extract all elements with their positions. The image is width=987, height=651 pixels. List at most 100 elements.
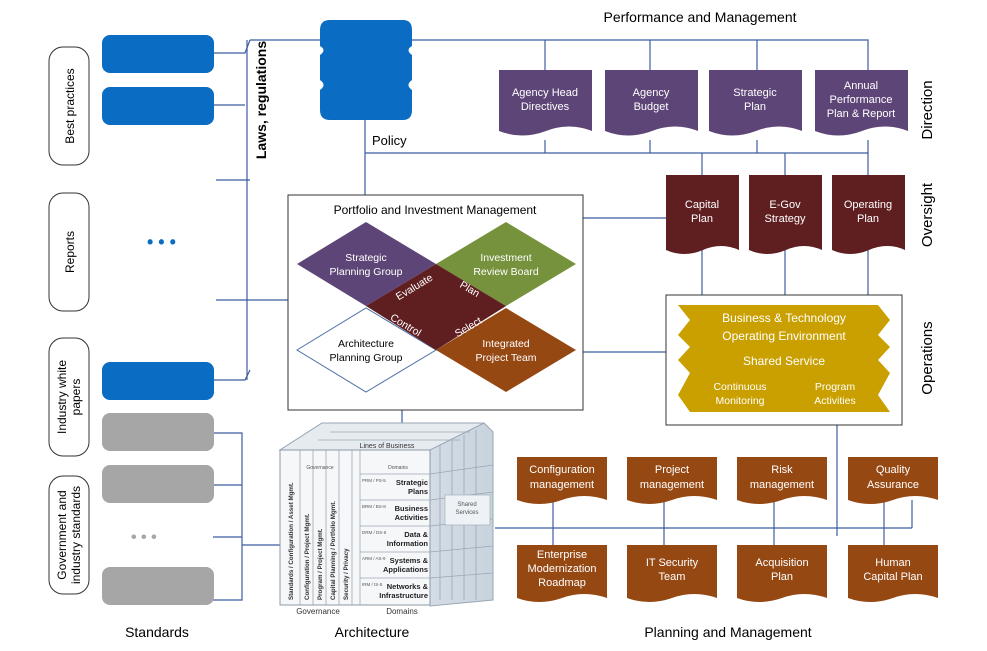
direction-docs bbox=[499, 70, 908, 136]
integrated-team-diamond bbox=[436, 308, 576, 392]
pb4-l1: Human bbox=[875, 557, 910, 569]
architecture-l1: Architecture bbox=[338, 338, 394, 350]
planning-docs-bottom bbox=[517, 545, 938, 602]
pb3-l2: Plan bbox=[771, 571, 793, 583]
gov-line1: Government and bbox=[55, 490, 69, 579]
cube-col4: Capital Planning / Portfolio Mgmt. bbox=[330, 501, 337, 600]
od1-l2: Plan bbox=[691, 213, 713, 225]
pt3-l2: management bbox=[750, 479, 814, 491]
policy-label: Policy bbox=[372, 133, 407, 148]
iwp-line2: papers bbox=[69, 379, 83, 416]
gov-ellipsis: • • • bbox=[131, 529, 157, 546]
ops-cont-l2: Monitoring bbox=[715, 395, 764, 407]
planning-top-labels: Configuration management Project managem… bbox=[529, 464, 919, 491]
doc-strategic-plan bbox=[709, 70, 802, 136]
doc-agency-budget bbox=[605, 70, 698, 136]
cube-row4-l2: Applications bbox=[383, 565, 428, 574]
pt4-l1: Quality bbox=[876, 464, 911, 476]
pb1-l2: Modernization bbox=[527, 563, 596, 575]
cube-domains-small: Domains bbox=[388, 465, 408, 471]
white-paper-block bbox=[102, 362, 214, 400]
pt1-l1: Configuration bbox=[529, 464, 594, 476]
portfolio-title: Portfolio and Investment Management bbox=[334, 203, 537, 217]
gov-standard-block-2 bbox=[102, 465, 214, 503]
dd3-l2: Plan bbox=[744, 101, 766, 113]
od3-l2: Plan bbox=[857, 213, 879, 225]
connector-lines bbox=[213, 39, 913, 601]
cube-code5: IRM / IS-5 bbox=[362, 582, 383, 587]
gov-standard-block-1 bbox=[102, 413, 214, 451]
pb3-l1: Acquisition bbox=[755, 557, 808, 569]
doc-agency-head-directives bbox=[499, 70, 592, 136]
architecture-cube bbox=[278, 422, 494, 607]
cube-row5-l2: Infrastructure bbox=[379, 591, 428, 600]
cube-col3: Program / Project Mgmt. bbox=[317, 528, 324, 600]
operations-labels: Business & Technology Operating Environm… bbox=[713, 311, 855, 407]
pt3-l1: Risk bbox=[771, 464, 793, 476]
integrated-l1: Integrated bbox=[482, 338, 529, 350]
cube-code1: PRM / PS-5 bbox=[362, 478, 386, 483]
portfolio-box: Portfolio and Investment Management bbox=[287, 194, 584, 411]
investment-l1: Investment bbox=[480, 252, 531, 264]
shared-services-l1: Shared bbox=[457, 502, 476, 508]
cube-row1-l2: Plans bbox=[408, 487, 428, 496]
best-practice-block-1 bbox=[102, 35, 214, 73]
gov-line2: industry standards bbox=[69, 486, 83, 584]
planning-docs-top bbox=[517, 457, 938, 504]
cube-code3: DRM / DS-6 bbox=[362, 530, 387, 535]
dd4-l2: Performance bbox=[830, 94, 893, 106]
performance-title: Performance and Management bbox=[604, 9, 797, 25]
reports-ellipsis: • • • bbox=[147, 232, 176, 252]
ops-cont-l1: Continuous bbox=[713, 381, 766, 393]
strategic-l2: Planning Group bbox=[330, 266, 403, 278]
oversight-docs bbox=[666, 175, 905, 254]
cube-governance: Governance bbox=[296, 607, 340, 616]
strategic-l1: Strategic bbox=[345, 252, 386, 264]
gov-standard-block-3 bbox=[102, 567, 214, 605]
cube-governance-small: Governance bbox=[306, 465, 333, 471]
cube-domains: Domains bbox=[386, 607, 418, 616]
left-labels: Best practices Reports bbox=[48, 46, 90, 595]
cube-col5: Security / Privacy bbox=[343, 548, 350, 600]
od3-l1: Operating bbox=[844, 199, 892, 211]
pb2-l1: IT Security bbox=[646, 557, 699, 569]
doc-operating-plan bbox=[832, 175, 905, 254]
best-practice-block-2 bbox=[102, 87, 214, 125]
industry-white-papers-rot: Industry white papers bbox=[55, 360, 83, 434]
operations-label: Operations bbox=[919, 321, 936, 394]
doc-configuration-management bbox=[517, 457, 607, 504]
cube-col1: Standards / Configuration / Asset Mgmt. bbox=[288, 482, 295, 600]
od1-l1: Capital bbox=[685, 199, 719, 211]
gov-standards-rot: Government and industry standards bbox=[55, 486, 83, 584]
cube-row3-l1: Data & bbox=[404, 530, 428, 539]
doc-acquisition-plan bbox=[737, 545, 827, 602]
cube-code2: BRM / BS-8 bbox=[362, 504, 386, 509]
doc-enterprise-modernization bbox=[517, 545, 607, 602]
investment-l2: Review Board bbox=[473, 266, 539, 278]
pt2-l1: Project bbox=[655, 464, 689, 476]
oversight-doc-labels: Capital Plan E-Gov Strategy Operating Pl… bbox=[685, 199, 892, 225]
dd3-l1: Strategic bbox=[733, 87, 777, 99]
standards-title: Standards bbox=[125, 624, 189, 640]
reports-label: Reports bbox=[63, 231, 77, 273]
ops-title-l1: Business & Technology bbox=[722, 311, 846, 325]
doc-project-management bbox=[627, 457, 717, 504]
pb1-l1: Enterprise bbox=[537, 549, 587, 561]
pb2-l2: Team bbox=[659, 571, 686, 583]
iwp-line1: Industry white bbox=[55, 360, 69, 434]
cube-row4-l1: Systems & bbox=[390, 556, 429, 565]
doc-human-capital-plan bbox=[848, 545, 938, 602]
ops-title-l2: Operating Environment bbox=[722, 329, 846, 343]
cube-labels: Lines of Business Governance Domains Str… bbox=[288, 443, 479, 616]
center-control-diamond bbox=[366, 264, 506, 350]
dd4-l3: Plan & Report bbox=[827, 108, 895, 120]
laws-regulations-label: Laws, regulations bbox=[253, 41, 269, 159]
direction-doc-labels: Agency Head Directives Agency Budget Str… bbox=[512, 80, 895, 120]
ops-shared: Shared Service bbox=[743, 354, 825, 368]
ops-prog-l2: Activities bbox=[814, 395, 855, 407]
lines-of-business: Lines of Business bbox=[360, 443, 415, 450]
operations-ribbon bbox=[678, 305, 890, 412]
pb1-l3: Roadmap bbox=[538, 577, 586, 589]
oversight-label: Oversight bbox=[919, 182, 936, 247]
dd4-l1: Annual bbox=[844, 80, 878, 92]
